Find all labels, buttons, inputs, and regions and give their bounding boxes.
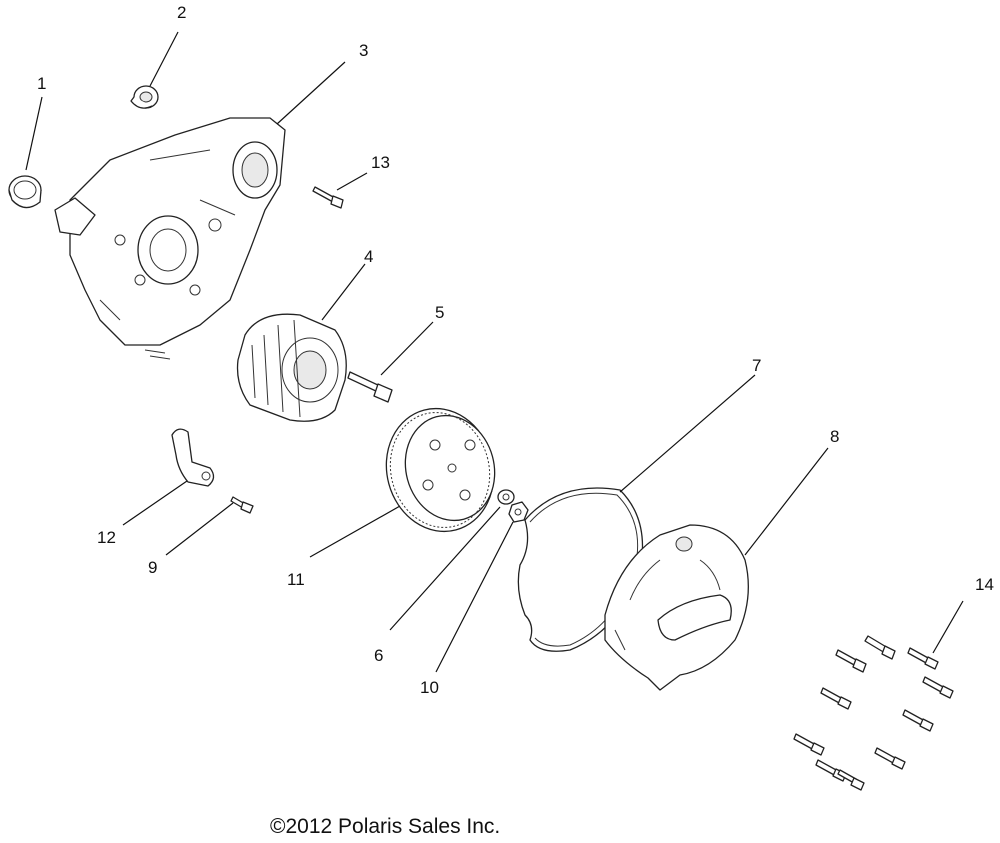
callout-7: 7 (752, 356, 761, 375)
part-13-bolt (312, 186, 344, 209)
part-6-washer (497, 489, 515, 505)
part-5-bolt (347, 371, 393, 403)
part-2-seal (130, 85, 159, 109)
callout-6: 6 (374, 646, 383, 665)
part-4-stator (236, 313, 347, 422)
part-11-flywheel (385, 407, 496, 533)
callout-4: 4 (364, 247, 373, 266)
part-12-bracket (171, 428, 215, 487)
callout-10: 10 (420, 678, 439, 697)
part-1-bushing (8, 175, 42, 209)
part-9-bolt (230, 496, 254, 514)
callout-13: 13 (371, 153, 390, 172)
part-10-nut (508, 501, 529, 523)
leader-lines (25, 31, 964, 673)
callout-9: 9 (148, 558, 157, 577)
callout-11: 11 (287, 570, 305, 589)
callout-14: 14 (975, 575, 994, 594)
copyright-notice: ©2012 Polaris Sales Inc. (270, 815, 501, 838)
callout-12: 12 (97, 528, 116, 547)
callout-8: 8 (830, 427, 839, 446)
callout-2: 2 (177, 3, 186, 22)
part-14-bolts (793, 635, 954, 791)
callout-3: 3 (359, 41, 368, 60)
part-3-crankcase-cover (54, 117, 286, 360)
callout-5: 5 (435, 303, 444, 322)
callouts: 1 2 3 13 4 5 7 8 12 9 11 14 6 10 (37, 3, 994, 697)
part-8-stator-cover (604, 524, 749, 691)
callout-1: 1 (37, 74, 46, 93)
